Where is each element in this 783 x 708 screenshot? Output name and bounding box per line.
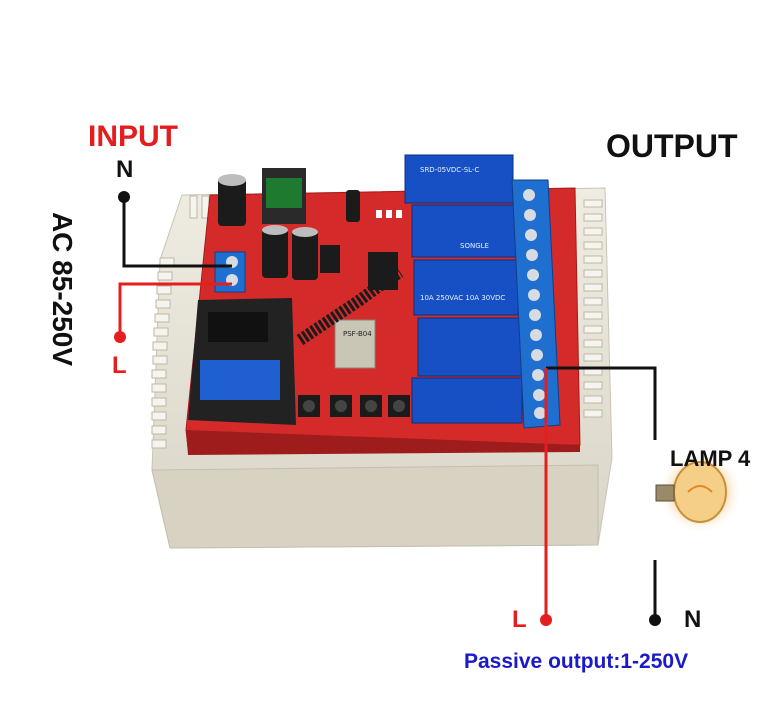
input-wires [114, 191, 232, 343]
input-voltage-text: AC 85-250V [47, 211, 78, 367]
input-neutral-label: N [116, 156, 134, 183]
output-label: OUTPUT [606, 128, 738, 164]
output-n-dot [649, 614, 661, 626]
module-label: PSF-B04 [343, 330, 372, 338]
output-l-dot [540, 614, 552, 626]
relays: SRD-05VDC-SL-C SONGLE 10A 250VAC 10A 30V… [404, 154, 523, 424]
output-neutral-label: N [684, 606, 702, 633]
input-n-wire [122, 197, 232, 268]
input-live-label: L [112, 352, 127, 379]
relay-rating: 10A 250VAC 10A 30VDC [420, 294, 505, 302]
capacitors [218, 174, 360, 280]
lamp-bulb [633, 440, 742, 560]
relay-marking: SRD-05VDC-SL-C [420, 166, 479, 174]
passive-output-label: Passive output:1-250V [464, 650, 689, 673]
input-voltage-label: AC 85-250V [40, 194, 84, 384]
antenna-coil [296, 266, 404, 345]
relay-brand: SONGLE [460, 242, 489, 250]
lamp-label: LAMP 4 [670, 446, 751, 471]
receiver-module [188, 298, 296, 425]
output-live-label: L [512, 606, 527, 633]
input-terminal-block [214, 251, 246, 293]
transformer [262, 168, 306, 224]
input-l-wire [118, 282, 232, 337]
push-buttons [298, 395, 410, 417]
input-label: INPUT [88, 120, 178, 153]
output-terminal-block [511, 179, 561, 429]
